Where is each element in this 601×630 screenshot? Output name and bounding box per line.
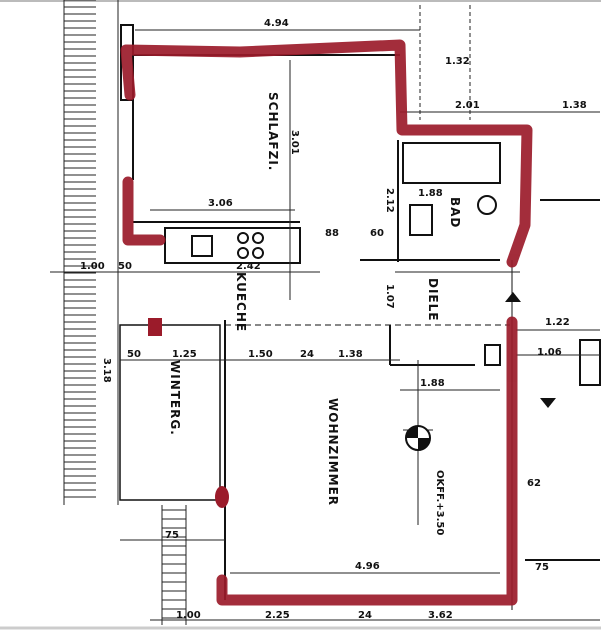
dim-label: 1.38 [338, 349, 363, 360]
dim-label: 1.25 [172, 349, 197, 360]
dim-label: 2.01 [455, 100, 480, 111]
dim-label: 88 [325, 228, 339, 239]
dim-label: 62 [527, 478, 541, 489]
dim-label: 4.94 [264, 18, 289, 29]
room-label-hall: DIELE [426, 278, 440, 322]
marker-triangle-icon [505, 292, 521, 302]
dim-label: 1.88 [418, 188, 443, 199]
marker-triangle-icon [540, 398, 556, 408]
dim-label: 1.88 [420, 378, 445, 389]
dim-label: 1.00 [176, 610, 201, 621]
dim-label: 3.18 [101, 358, 112, 383]
dim-label: 4.96 [355, 561, 380, 572]
dim-label: 1.22 [545, 317, 570, 328]
dim-label: 3.06 [208, 198, 233, 209]
dim-label: 1.07 [384, 284, 395, 309]
room-label-winter-garden: WINTERG. [168, 360, 182, 436]
entry-stair-hatching [161, 505, 187, 625]
dim-label: 2.12 [384, 188, 395, 213]
dim-label: 60 [370, 228, 384, 239]
room-label-bath: BAD [448, 197, 462, 229]
walls [119, 24, 601, 610]
dim-label: 1.06 [537, 347, 562, 358]
level-marker-icon [405, 425, 431, 451]
dim-label: 50 [127, 349, 141, 360]
highlighted-outline [120, 39, 533, 606]
dim-label: 3.62 [428, 610, 453, 621]
dim-label: 1.50 [248, 349, 273, 360]
room-label-bedroom: SCHLAFZI. [266, 92, 280, 172]
room-label-kitchen: KUECHE [234, 272, 248, 333]
level-label: OKFF.+3.50 [434, 470, 445, 536]
dim-label: 50 [118, 261, 132, 272]
dim-label: 2.25 [265, 610, 290, 621]
dim-label: 75 [535, 562, 549, 573]
dim-label: 24 [358, 610, 372, 621]
dim-label: 2.42 [236, 261, 261, 272]
dim-label: 3.01 [289, 130, 300, 155]
dim-label: 1.32 [445, 56, 470, 67]
dim-label: 1.00 [80, 261, 105, 272]
highlighted-column [148, 318, 162, 336]
exterior-stair-hatching [63, 0, 119, 505]
dim-label: 75 [165, 530, 179, 541]
dim-label: 24 [300, 349, 314, 360]
room-label-living: WOHNZIMMER [326, 398, 340, 507]
highlighted-column [215, 486, 229, 508]
dim-label: 1.38 [562, 100, 587, 111]
